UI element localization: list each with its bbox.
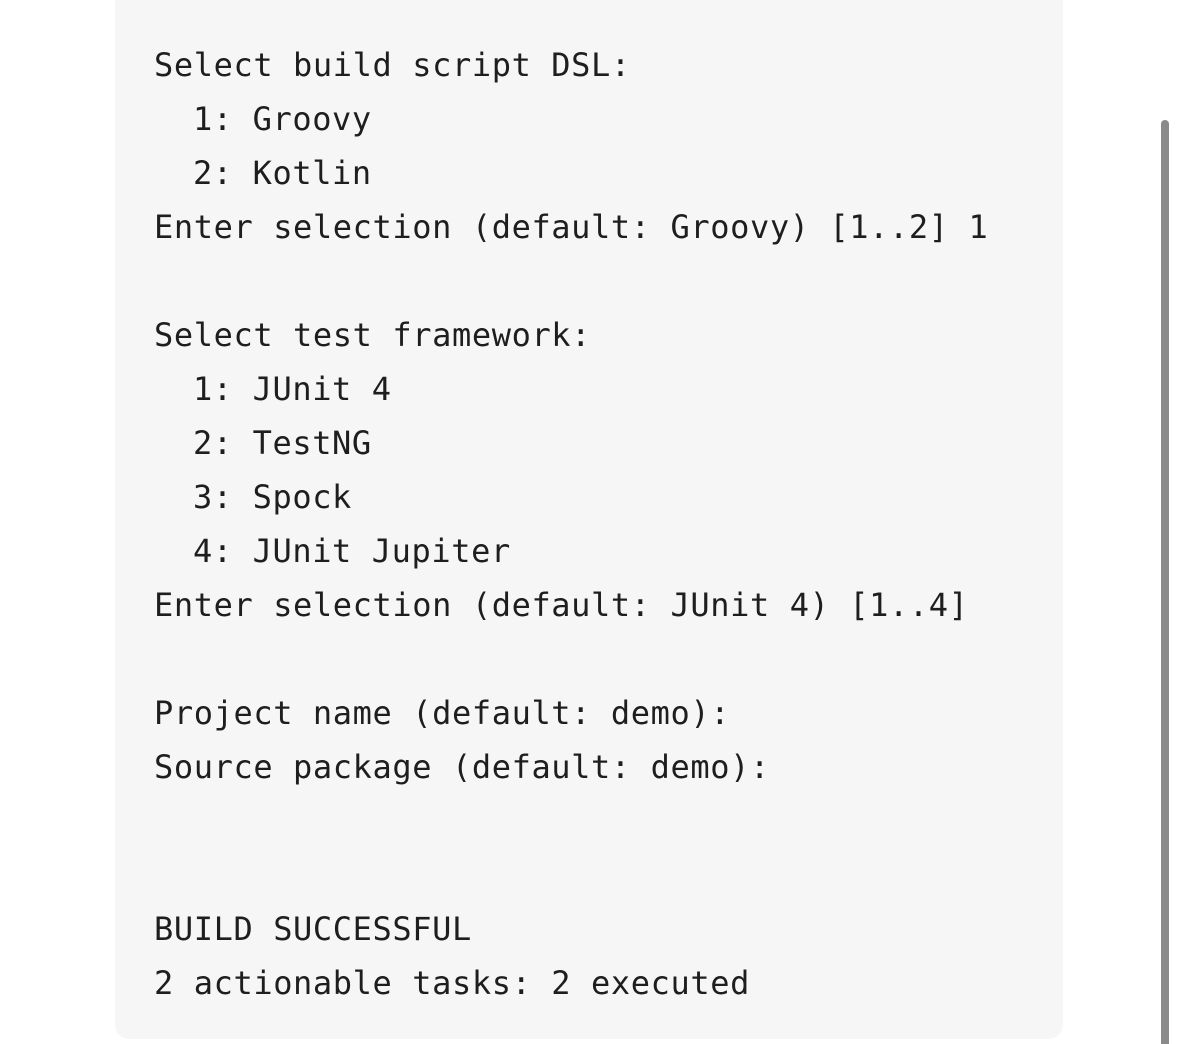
blank-line bbox=[154, 794, 988, 848]
task-summary: 2 actionable tasks: 2 executed bbox=[154, 964, 750, 1002]
option-spock: 3: Spock bbox=[193, 478, 352, 516]
option-testng: 2: TestNG bbox=[193, 424, 372, 462]
option-kotlin: 2: Kotlin bbox=[193, 154, 372, 192]
prompt-build-dsl: Select build script DSL: bbox=[154, 46, 631, 84]
code-block-panel bbox=[115, 0, 1063, 1039]
blank-line bbox=[154, 848, 988, 902]
blank-line bbox=[154, 632, 988, 686]
scrollbar-thumb[interactable] bbox=[1161, 120, 1169, 1044]
project-name-prompt: Project name (default: demo): bbox=[154, 694, 731, 732]
terminal-output: Select build script DSL: 1: Groovy 2: Kotl… bbox=[154, 38, 988, 1010]
option-groovy: 1: Groovy bbox=[193, 100, 372, 138]
blank-line bbox=[154, 254, 988, 308]
framework-selection-line: Enter selection (default: JUnit 4) [1..4… bbox=[154, 586, 969, 624]
option-junit4: 1: JUnit 4 bbox=[193, 370, 392, 408]
build-status: BUILD SUCCESSFUL bbox=[154, 910, 472, 948]
prompt-test-framework: Select test framework: bbox=[154, 316, 592, 354]
source-package-prompt: Source package (default: demo): bbox=[154, 748, 770, 786]
dsl-selection-line: Enter selection (default: Groovy) [1..2]… bbox=[154, 208, 989, 246]
option-junit-jupiter: 4: JUnit Jupiter bbox=[193, 532, 511, 570]
